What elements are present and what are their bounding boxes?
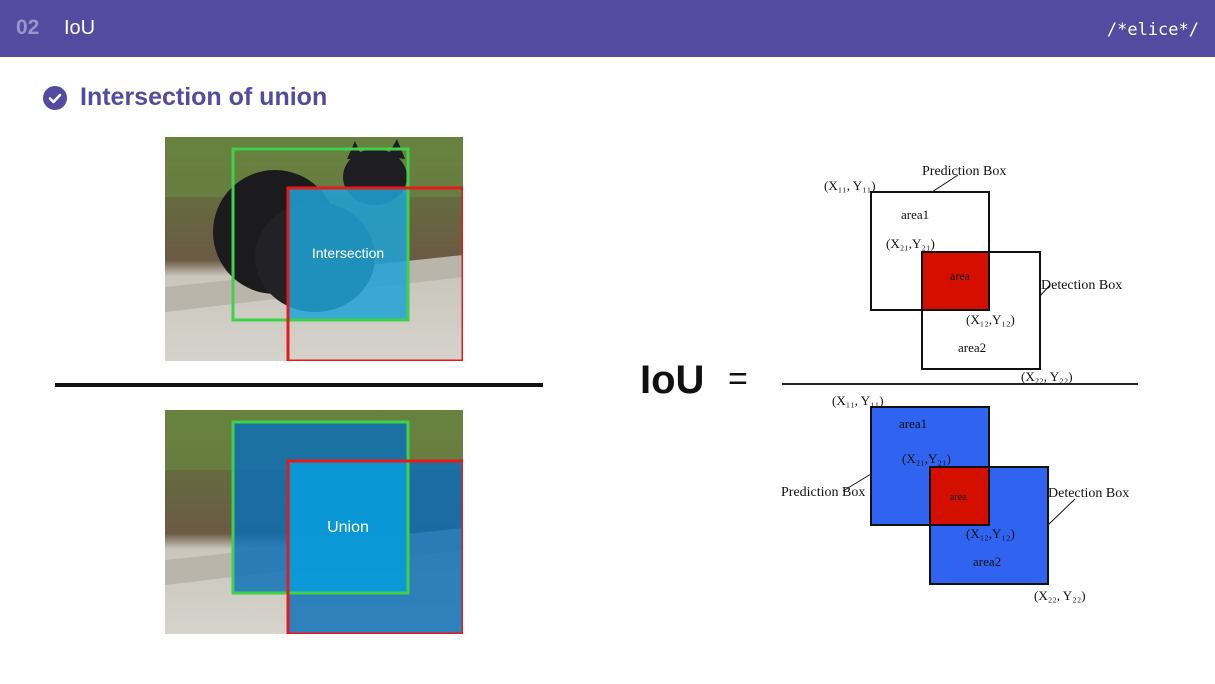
area1-label: area1 (901, 207, 929, 222)
prediction-leader (931, 174, 959, 193)
union-label: Union (327, 519, 369, 536)
coord-x12y12-bottom: (X₁₂,Y₁₂) (966, 526, 1015, 541)
iou-formula-label: IoU (640, 358, 705, 402)
intersection-label: Intersection (311, 245, 385, 261)
coord-x22y22-bottom: (X₂₂, Y₂₂) (1034, 588, 1086, 603)
coord-x11y11-bottom: (X₁₁, Y₁₁) (832, 393, 884, 408)
header-bar: 02 IoU /*elice*/ (0, 0, 1215, 57)
area-label: area (950, 269, 971, 283)
fraction-divider-right (782, 383, 1138, 385)
coord-x11y11: (X₁₁, Y₁₁) (824, 178, 876, 193)
equals-sign: = (728, 360, 748, 398)
prediction-box-label-bottom: Prediction Box (781, 485, 865, 500)
section-number: 02 (16, 16, 40, 39)
prediction-leader-bottom (842, 473, 872, 492)
coord-x21y21-bottom: (X₂₁,Y₂₁) (902, 451, 951, 466)
area-label-bottom: area (950, 492, 967, 503)
elice-logo: /*elice*/ (1106, 20, 1199, 40)
area1-label-bottom: area1 (899, 416, 927, 431)
overlap-area (929, 466, 990, 526)
area2-label: area2 (958, 340, 986, 355)
union-image: Union (165, 410, 463, 634)
detection-leader (1039, 284, 1051, 297)
coord-x22y22: (X₂₂, Y₂₂) (1021, 369, 1073, 384)
section-title: IoU (64, 17, 96, 39)
slide-heading: Intersection of union (80, 83, 328, 111)
detection-box-label-bottom: Detection Box (1048, 486, 1129, 501)
fraction-divider-left (55, 383, 543, 387)
check-circle-icon (43, 86, 67, 110)
intersection-image: Intersection (165, 137, 463, 361)
intersection-area (921, 251, 990, 311)
area2-label-bottom: area2 (973, 554, 1001, 569)
denominator-diagram: (X₁₁, Y₁₁) area1 (X₂₁,Y₂₁) Prediction Bo… (781, 393, 1129, 603)
prediction-box-label: Prediction Box (922, 164, 1006, 179)
numerator-diagram: Prediction Box Detection Box (X₁₁, Y₁₁) … (824, 164, 1122, 384)
detection-leader-bottom (1047, 498, 1076, 526)
coord-x12y12: (X₁₂,Y₁₂) (966, 312, 1015, 327)
detection-box-label: Detection Box (1041, 278, 1122, 293)
coord-x21y21: (X₂₁,Y₂₁) (886, 236, 935, 251)
